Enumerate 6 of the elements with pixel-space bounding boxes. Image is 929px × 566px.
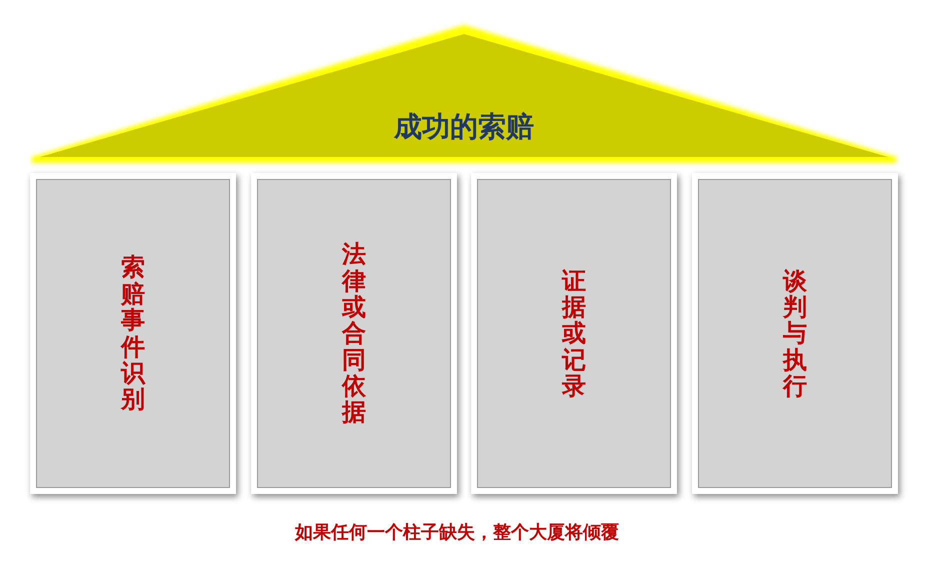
pillar-label: 谈判与执行 [782,268,808,400]
pillar-label: 索赔事件识别 [120,254,146,413]
pillar-label: 证据或记录 [561,268,587,400]
roof-title: 成功的索赔 [394,112,534,143]
pillar-label: 法律或合同依据 [341,241,367,426]
caption-text: 如果任何一个柱子缺失，整个大厦将倾覆 [295,522,619,543]
